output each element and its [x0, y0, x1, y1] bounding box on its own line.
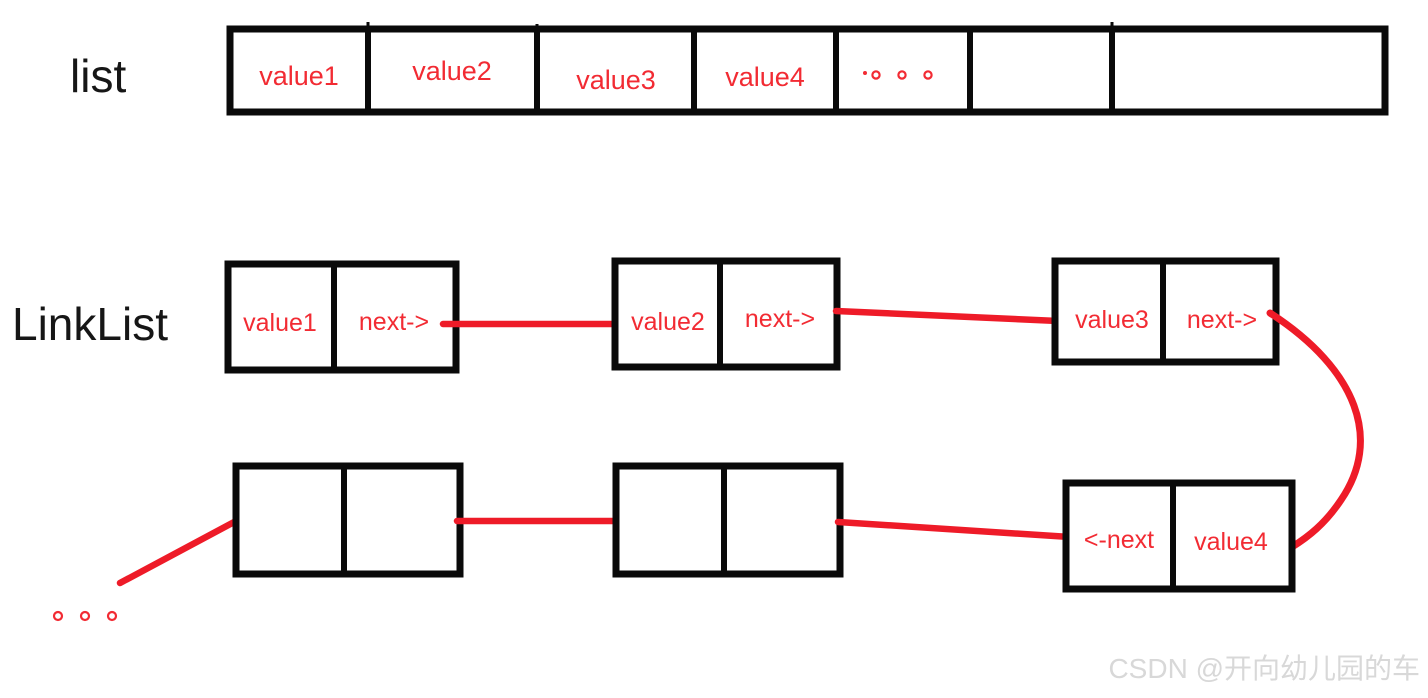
linklist-node-6-value: value4	[1194, 528, 1268, 556]
linklist-node-2: value2 next->	[611, 257, 841, 371]
array-cell-value1: value1	[259, 61, 339, 91]
linklist-node-1-value: value1	[243, 309, 317, 337]
linklist-node-3: value3 next->	[1051, 257, 1280, 366]
linklist-node-4-box	[232, 462, 464, 578]
linklist-node-3-next: next->	[1187, 306, 1257, 334]
linklist-node-6: <-next value4	[1062, 479, 1296, 593]
linklist-row-group: LinkList value1 next-> value2 next->	[12, 257, 1364, 622]
linklist-node-1-next: next->	[359, 308, 429, 336]
array-cell-value2: value2	[412, 56, 492, 86]
linklist-link-2-to-3	[832, 307, 1062, 325]
array-cell-ellipsis	[863, 70, 933, 80]
ellipsis-dot-2	[897, 70, 907, 80]
array-row-label: list	[70, 50, 126, 102]
linklist-node-3-value: value3	[1075, 306, 1149, 334]
linklist-node-2-value: value2	[631, 308, 705, 336]
linklist-node-5-box	[612, 462, 844, 578]
linklist-node-1: value1 next->	[224, 260, 460, 374]
linklist-node-1-box	[224, 260, 460, 374]
linklist-node-6-prev: <-next	[1084, 526, 1154, 554]
trailing-dot-3	[106, 610, 118, 622]
linklist-trailing-ellipsis	[52, 610, 118, 622]
linklist-tail-line	[116, 517, 240, 587]
linklist-wrap-curve	[1266, 309, 1364, 551]
trailing-dot-1	[52, 610, 64, 622]
array-outer-box	[226, 25, 1389, 116]
linklist-node-6-box	[1062, 479, 1296, 593]
linklist-row-label: LinkList	[12, 298, 168, 350]
ellipsis-dot-0	[863, 71, 867, 75]
array-cell-value3: value3	[576, 65, 656, 95]
linklist-node-5	[612, 462, 844, 578]
linklist-node-2-next: next->	[745, 305, 815, 333]
array-cell-value4: value4	[725, 62, 805, 92]
csdn-watermark: CSDN @开向幼儿园的车	[1108, 653, 1420, 684]
ellipsis-dot-3	[923, 70, 933, 80]
array-row-group: list value1 value2 value3 value4	[70, 22, 1389, 116]
linklist-node-4	[232, 462, 464, 578]
trailing-dot-2	[79, 610, 91, 622]
linklist-link-5-to-6	[834, 518, 1074, 541]
ellipsis-dot-1	[871, 70, 881, 80]
